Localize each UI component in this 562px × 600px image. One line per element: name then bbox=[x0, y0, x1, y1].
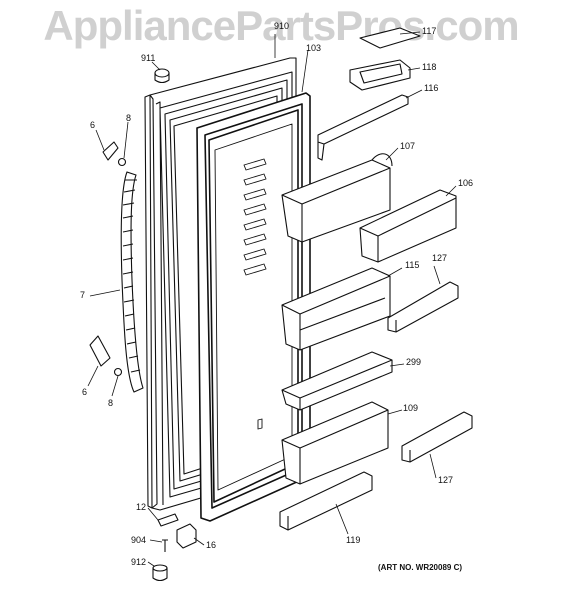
callout-7: 7 bbox=[80, 290, 86, 300]
door-bin-299 bbox=[281, 351, 393, 411]
door-bin-115 bbox=[281, 267, 391, 351]
callout-127-upper: 127 bbox=[432, 253, 448, 263]
bottom-hinge-parts bbox=[152, 513, 197, 582]
callout-115: 115 bbox=[405, 260, 420, 270]
callout-103: 103 bbox=[306, 43, 322, 53]
watermark: AppliancePartsPros.com bbox=[43, 2, 519, 49]
callout-117: 117 bbox=[422, 26, 437, 36]
callout-127-lower: 127 bbox=[438, 475, 454, 485]
door-bin-109 bbox=[281, 401, 389, 485]
callout-299: 299 bbox=[406, 357, 422, 367]
callout-904: 904 bbox=[131, 535, 147, 545]
callout-8-lower: 8 bbox=[108, 398, 114, 408]
callout-119: 119 bbox=[346, 535, 361, 545]
callout-16: 16 bbox=[206, 540, 217, 550]
callout-6-upper: 6 bbox=[90, 120, 96, 130]
callout-106: 106 bbox=[458, 178, 474, 188]
callout-12: 12 bbox=[136, 502, 147, 512]
callout-910: 910 bbox=[274, 21, 290, 31]
bin-rail-116 bbox=[317, 94, 409, 161]
dispenser-parts-top bbox=[349, 27, 421, 91]
door-handle bbox=[120, 171, 144, 393]
callout-911: 911 bbox=[141, 53, 156, 63]
hinge-cap-911 bbox=[154, 68, 170, 84]
leader-lines bbox=[87, 31, 457, 567]
bin-trim-127-lower bbox=[401, 411, 473, 463]
callout-6-lower: 6 bbox=[82, 387, 88, 397]
callout-116: 116 bbox=[424, 83, 439, 93]
bin-trim-119 bbox=[279, 471, 373, 531]
door-bin-106 bbox=[359, 189, 457, 263]
callout-912: 912 bbox=[131, 557, 147, 567]
callout-118: 118 bbox=[422, 62, 437, 72]
art-number: (ART NO. WR20089 C) bbox=[378, 563, 463, 572]
callout-107: 107 bbox=[400, 141, 416, 151]
handle-caps bbox=[89, 141, 127, 377]
bin-trim-127-upper bbox=[387, 281, 459, 333]
callout-8-upper: 8 bbox=[126, 113, 132, 123]
door-bin-107 bbox=[281, 153, 393, 243]
callout-109: 109 bbox=[403, 403, 419, 413]
